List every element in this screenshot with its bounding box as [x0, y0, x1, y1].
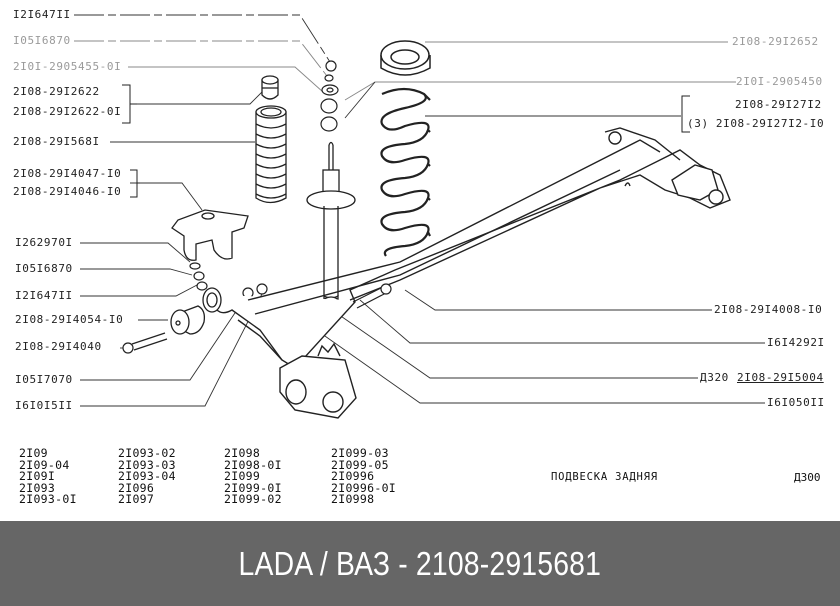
callout-left: 2I08-29I4047-I0	[13, 167, 122, 180]
model-code: 2I0996	[331, 469, 375, 484]
callout-right: I6I050II	[767, 396, 825, 409]
model-code: 2I09	[19, 446, 48, 460]
body-mount-bracket	[171, 209, 249, 261]
models-column-3: 2I098 2I098-0I 2I099 2I099-0I 2I099-02	[224, 446, 282, 507]
models-column-4: 2I099-03 2I099-05 2I0996 2I0996-0I 2I099…	[331, 446, 397, 507]
leader-lines-right	[304, 41, 765, 404]
model-code: 2I0998	[331, 492, 375, 507]
model-code: 2I093-04	[118, 469, 176, 484]
models-column-1: 2I09 2I09-04 2I09I 2I093 2I093-0I	[19, 446, 77, 507]
callout-right: 2I08-29I27I2	[735, 98, 822, 111]
part-number-label: LADA / ВАЗ - 2108-2915681	[238, 544, 602, 582]
callout-left: 2I08-29I4040	[15, 340, 102, 353]
rear-axle-beam	[210, 127, 731, 369]
model-code: 2I099-03	[331, 446, 389, 460]
page-code: Д300	[794, 471, 821, 484]
coil-spring	[380, 87, 431, 257]
callout-right-prefix: Д320	[700, 371, 729, 384]
model-code: 2I099-02	[224, 492, 282, 507]
callout-left: 2I08-29I4046-I0	[13, 185, 122, 198]
top-nut	[320, 60, 339, 132]
callout-left: 2I08-29I2622	[13, 85, 100, 98]
model-code: 2I0996-0I	[331, 480, 397, 495]
callout-left: I262970I	[15, 236, 73, 249]
wheel-hub-flange	[237, 319, 357, 419]
model-code: 2I093-03	[118, 457, 176, 472]
model-code: 2I09-04	[19, 457, 70, 472]
shock-absorber	[306, 141, 356, 320]
arm-bolt	[122, 332, 168, 354]
model-code: 2I093-02	[118, 446, 176, 460]
spring-insulator	[380, 40, 431, 76]
diagram-title: ПОДВЕСКА ЗАДНЯЯ	[551, 471, 658, 483]
model-code: 2I098-0I	[224, 457, 282, 472]
parts-diagram-sheet: I2I647II I05I6870 2I0I-2905455-0I 2I08-2…	[13, 8, 825, 507]
callout-left: I05I6870	[13, 34, 71, 47]
trailing-arm-bushing	[202, 287, 222, 313]
models-column-2: 2I093-02 2I093-03 2I093-04 2I096 2I097	[118, 446, 176, 507]
model-code: 2I09I	[19, 469, 56, 484]
bump-stop	[261, 75, 279, 100]
callout-right: 2I08-29I4008-I0	[714, 303, 823, 316]
callout-left: I6I0I5II	[15, 399, 73, 412]
model-code: 2I093-0I	[19, 492, 77, 507]
callout-left: I2I647II	[15, 289, 73, 302]
callout-left: 2I08-29I4054-I0	[15, 313, 124, 326]
shock-lower-bolt	[352, 283, 392, 309]
model-code: 2I099	[224, 469, 261, 484]
callout-left: I2I647II	[13, 8, 71, 21]
callout-left: I05I6870	[15, 262, 73, 275]
callout-left: 2I0I-2905455-0I	[13, 60, 122, 73]
model-code: 2I099-05	[331, 457, 389, 472]
callout-left: I05I7070	[15, 373, 73, 386]
silent-block	[170, 305, 206, 335]
model-code: 2I098	[224, 446, 261, 460]
leader-lines-left	[74, 14, 331, 407]
callout-right: I6I4292I	[767, 336, 825, 349]
model-code: 2I096	[118, 480, 155, 495]
rear-suspension-exploded-drawing	[74, 14, 765, 419]
part-number-banner: LADA / ВАЗ - 2108-2915681	[0, 521, 840, 606]
callout-right: (3) 2I08-29I27I2-I0	[687, 117, 825, 130]
callout-left: 2I08-29I2622-0I	[13, 105, 122, 118]
model-code: 2I093	[19, 480, 56, 495]
callout-right: 2I08-29I2652	[732, 35, 819, 48]
model-code: 2I099-0I	[224, 480, 282, 495]
callout-right-assembly: 2I08-29I5004	[737, 371, 824, 384]
dust-boot	[255, 105, 287, 204]
model-code: 2I097	[118, 492, 155, 507]
callout-left: 2I08-29I568I	[13, 135, 100, 148]
callout-right: 2I0I-2905450	[736, 75, 823, 88]
